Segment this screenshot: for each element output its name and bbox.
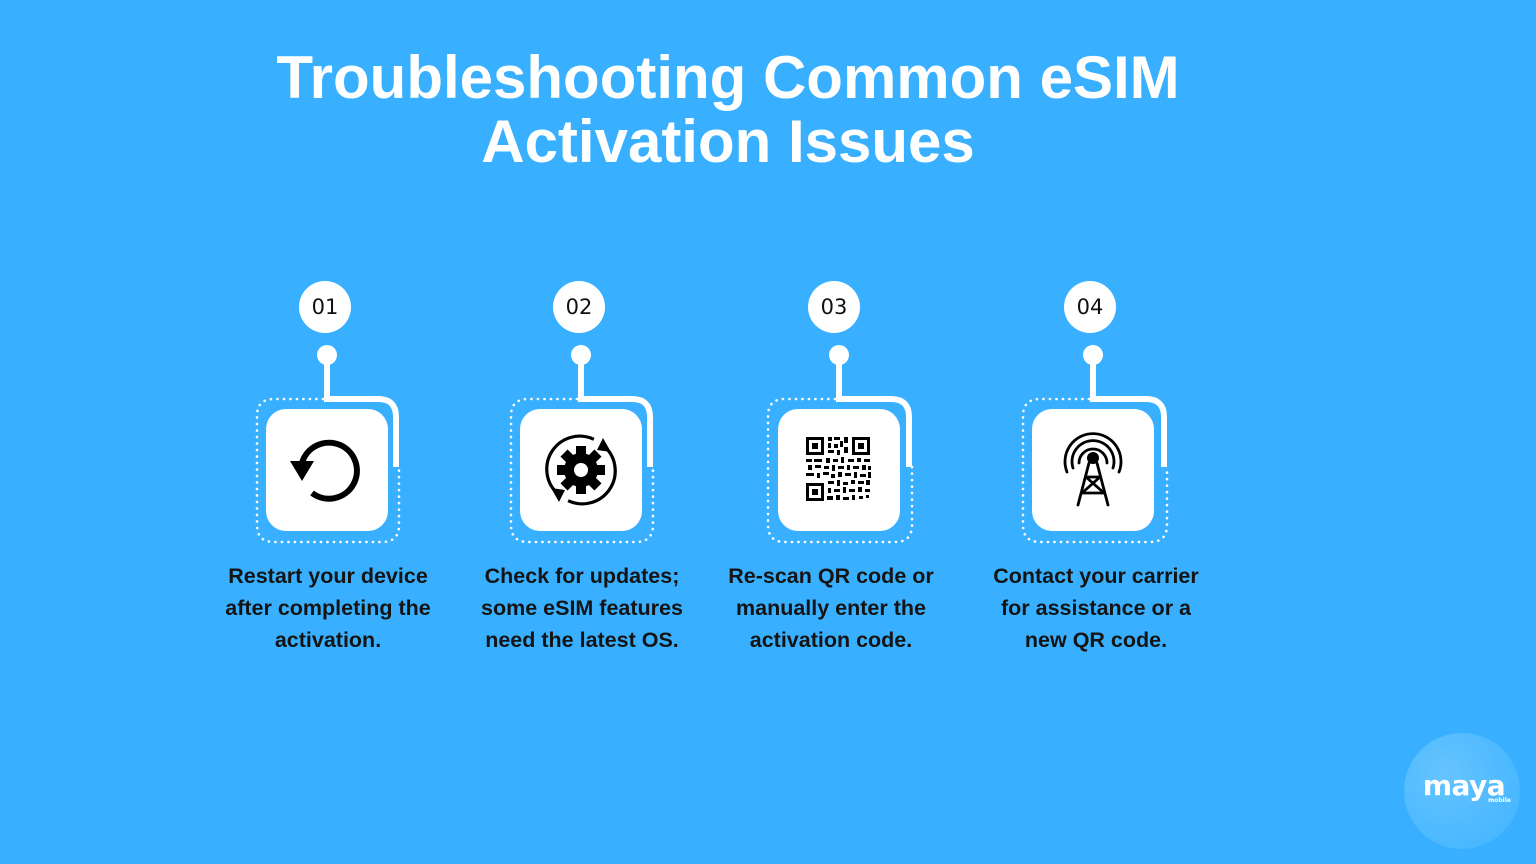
step-description: Restart your device after completing the… [198, 560, 458, 656]
desc-line: Restart your device [228, 564, 428, 588]
step-card [520, 409, 642, 531]
desc-line: activation code. [749, 628, 913, 652]
step-description: Contact your carrier for assistance or a… [966, 560, 1226, 656]
step-number-badge: 01 [299, 281, 351, 333]
desc-line: for assistance or a [1000, 596, 1191, 620]
update-gear-icon [545, 434, 617, 506]
step-card [1032, 409, 1154, 531]
desc-line: Contact your carrier [993, 564, 1199, 588]
step-04: 04 Contact your carrier for assistance o… [963, 280, 1223, 680]
desc-line: Re-scan QR code or [728, 564, 934, 588]
desc-line: need the latest OS. [485, 628, 679, 652]
desc-line: activation. [274, 628, 382, 652]
step-number-badge: 03 [808, 281, 860, 333]
title-line-1: Troubleshooting Common eSIM [276, 44, 1180, 111]
maya-mobile-logo: maya mobile [1404, 733, 1520, 849]
desc-line: some eSIM features [481, 596, 683, 620]
cell-tower-icon [1063, 432, 1123, 507]
step-card [778, 409, 900, 531]
title-line-2: Activation Issues [481, 108, 975, 175]
step-description: Re-scan QR code or manually enter the ac… [701, 560, 961, 656]
step-number-badge: 02 [553, 281, 605, 333]
step-03: 03 [709, 280, 969, 680]
step-card [266, 409, 388, 531]
desc-line: Check for updates; [484, 564, 680, 588]
logo-subtext: mobile [1488, 797, 1511, 804]
restart-icon [290, 439, 360, 502]
logo-wordmark: maya [1422, 769, 1506, 802]
desc-line: manually enter the [736, 596, 926, 620]
desc-line: new QR code. [1024, 628, 1168, 652]
step-number-badge: 04 [1064, 281, 1116, 333]
step-02: 02 [452, 280, 712, 680]
page-title: Troubleshooting Common eSIM Activation I… [0, 46, 1456, 174]
step-description: Check for updates; some eSIM features ne… [452, 560, 712, 656]
step-01: 01 Restart your device after completing … [198, 280, 458, 680]
qr-code-icon [806, 437, 871, 501]
desc-line: after completing the [225, 596, 431, 620]
